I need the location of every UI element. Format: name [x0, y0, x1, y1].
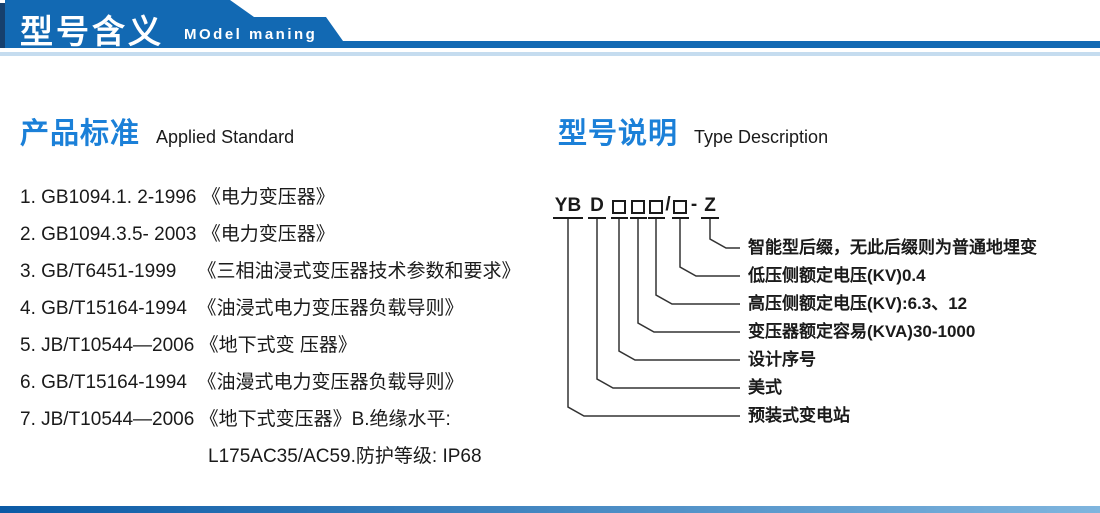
standard-item: 5. JB/T10544—2006 《地下式变 压器》 [20, 335, 357, 356]
code-part--: - [690, 194, 698, 215]
header-underline [0, 52, 1100, 56]
connector-line [679, 219, 740, 277]
code-label: 设计序号 [748, 350, 816, 369]
standard-item: 7. JB/T10544—2006 《地下式变压器》B.绝缘水平: [20, 409, 451, 430]
applied-standard-heading-cn: 产品标准 [20, 118, 141, 150]
bottom-bar [0, 506, 1100, 513]
header-banner [0, 0, 1100, 56]
code-part-/: / [665, 194, 671, 215]
standard-item: 6. GB/T15164-1994 《油漫式电力变压器负载导则》 [20, 372, 464, 393]
connector-line [655, 219, 740, 305]
placeholder-box-icon [631, 200, 645, 214]
code-label: 高压侧额定电压(KV):6.3、12 [748, 294, 968, 313]
connector-line [567, 219, 740, 417]
code-box-placeholder [671, 193, 689, 219]
placeholder-box-icon [673, 200, 687, 214]
header-accent-sliver [0, 3, 5, 48]
code-box-placeholder [610, 193, 628, 219]
header-banner-shape [5, 0, 1100, 48]
connector-line [596, 219, 740, 389]
applied-standard-heading-en: Applied Standard [156, 127, 295, 147]
code-label: 美式 [748, 378, 782, 397]
standard-item: 3. GB/T6451-1999 《三相油浸式变压器技术参数和要求》 [20, 261, 521, 282]
standard-item: 2. GB1094.3.5- 2003 《电力变压器》 [20, 224, 335, 245]
connector-line [637, 219, 740, 333]
code-part-Z: Z [701, 193, 719, 219]
standard-item: 1. GB1094.1. 2-1996 《电力变压器》 [20, 187, 335, 208]
code-label: 低压侧额定电压(KV)0.4 [748, 266, 926, 285]
type-description-heading-cn: 型号说明 [558, 118, 679, 150]
code-label: 智能型后缀，无此后缀则为普通地埋变 [748, 238, 1037, 257]
code-box-placeholder [647, 193, 665, 219]
page-title: 型号含义 [20, 13, 164, 50]
right-section-heading: 型号说明 Type Description [558, 110, 828, 152]
code-label: 变压器额定容易(KVA)30-1000 [748, 322, 976, 341]
left-section-heading: 产品标准 Applied Standard [20, 110, 294, 152]
type-description-heading-en: Type Description [694, 127, 829, 147]
page-subtitle: MOdel maning [184, 26, 318, 43]
code-part-D: D [588, 193, 606, 219]
placeholder-box-icon [612, 200, 626, 214]
standard-item: L175AC35/AC59.防护等级: IP68 [208, 446, 482, 467]
placeholder-box-icon [649, 200, 663, 214]
connector-line [709, 219, 740, 249]
code-box-placeholder [629, 193, 647, 219]
standard-item: 4. GB/T15164-1994 《油浸式电力变压器负载导则》 [20, 298, 464, 319]
code-label: 预装式变电站 [748, 406, 850, 425]
code-part-YB: YB [553, 193, 583, 219]
connector-line [618, 219, 740, 361]
